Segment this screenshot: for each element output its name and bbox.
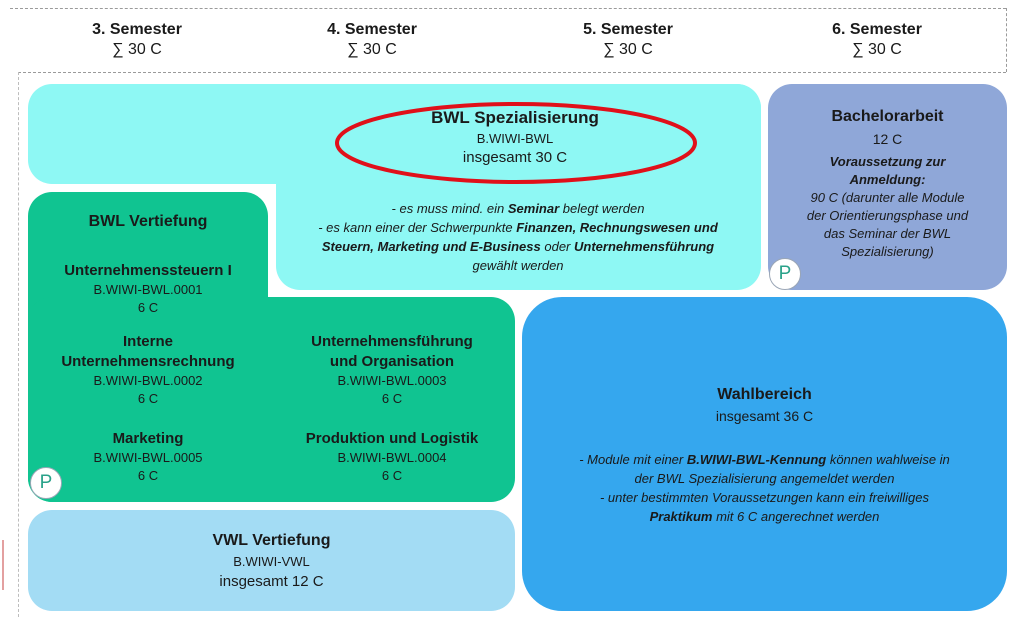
- bachelorarbeit-requirement-text: 90 C (darunter alle Module der Orientier…: [806, 190, 969, 259]
- header-bottom-border: [18, 72, 1006, 73]
- module-credits: 6 C: [137, 391, 159, 406]
- note-line: - Module mit einer B.WIWI-BWL-Kennung kö…: [579, 452, 950, 467]
- wahlbereich-title: Wahlbereich: [717, 386, 812, 403]
- module-code: B.WIWI-BWL.0003: [337, 373, 447, 388]
- note-line: - es muss mind. ein Seminar belegt werde…: [391, 201, 645, 216]
- module-name-line2: und Organisation: [329, 353, 455, 370]
- bachelorarbeit-credits: 12 C: [872, 131, 903, 147]
- module-credits: 6 C: [137, 300, 159, 315]
- header-top-border: [10, 8, 1006, 9]
- module-name: Interne: [122, 333, 173, 350]
- bachelorarbeit-title: Bachelorarbeit: [831, 108, 944, 125]
- bwl-spezialisierung-code: B.WIWI-BWL: [476, 131, 554, 146]
- module-name: Unternehmensführung: [311, 333, 473, 350]
- module-name-line2: Unternehmensrechnung: [61, 353, 235, 370]
- note-line: Praktikum mit 6 C angerechnet werden: [649, 509, 880, 524]
- semester-6-header: 6. Semester ∑ 30 C: [777, 20, 977, 60]
- module-marketing: Marketing B.WIWI-BWL.0005 6 C: [28, 429, 268, 485]
- bwl-spezialisierung-title: BWL Spezialisierung: [431, 108, 599, 127]
- semester-4-header: 4. Semester ∑ 30 C: [272, 20, 472, 60]
- vwl-vertiefung-content: VWL Vertiefung B.WIWI-VWL insgesamt 12 C: [28, 530, 515, 592]
- bachelorarbeit-requirement-title: Voraussetzung zur Anmeldung:: [829, 154, 946, 187]
- note-line: - es kann einer der Schwerpunkte Finanze…: [318, 220, 718, 235]
- semester-5-header: 5. Semester ∑ 30 C: [528, 20, 728, 60]
- semester-title: 6. Semester: [832, 21, 922, 38]
- note-line: der BWL Spezialisierung angemeldet werde…: [634, 471, 895, 486]
- semester-credits: ∑ 30 C: [603, 41, 653, 58]
- bachelorarbeit-box: [768, 84, 1007, 290]
- module-code: B.WIWI-BWL.0002: [93, 373, 203, 388]
- bwl-spezialisierung-heading: BWL Spezialisierung B.WIWI-BWL insgesamt…: [340, 107, 690, 168]
- vwl-vertiefung-box: [28, 510, 515, 611]
- header-right-border: [1006, 8, 1007, 72]
- note-line: Steuern, Marketing und E-Business oder U…: [321, 239, 715, 254]
- module-code: B.WIWI-BWL.0001: [93, 282, 203, 297]
- bwl-spezialisierung-credits: insgesamt 30 C: [462, 149, 568, 166]
- semester-credits: ∑ 30 C: [852, 41, 902, 58]
- semester-title: 4. Semester: [327, 21, 417, 38]
- note-line: gewählt werden: [472, 258, 564, 273]
- wahlbereich-credits: insgesamt 36 C: [715, 408, 814, 424]
- semester-credits: ∑ 30 C: [347, 41, 397, 58]
- semester-title: 3. Semester: [92, 21, 182, 38]
- module-interne-unternehmensrechnung: Interne Unternehmensrechnung B.WIWI-BWL.…: [28, 332, 268, 408]
- semester-credits: ∑ 30 C: [112, 41, 162, 58]
- bwl-vertiefung-box-lower: [28, 297, 515, 502]
- edge-mark: [2, 540, 4, 590]
- pruefung-badge-icon: P: [30, 467, 62, 499]
- vwl-vertiefung-code: B.WIWI-VWL: [233, 554, 310, 569]
- wahlbereich-notes: - Module mit einer B.WIWI-BWL-Kennung kö…: [522, 450, 1007, 526]
- module-name: Produktion und Logistik: [305, 430, 479, 447]
- module-produktion-logistik: Produktion und Logistik B.WIWI-BWL.0004 …: [272, 429, 512, 485]
- bwl-spezialisierung-box-lower: [276, 84, 761, 290]
- bachelorarbeit-content: Bachelorarbeit 12 C Voraussetzung zur An…: [768, 106, 1007, 261]
- module-credits: 6 C: [381, 391, 403, 406]
- semester-title: 5. Semester: [583, 21, 673, 38]
- vwl-vertiefung-title: VWL Vertiefung: [212, 532, 331, 549]
- wahlbereich-box: [522, 297, 1007, 611]
- module-credits: 6 C: [381, 468, 403, 483]
- bwl-vertiefung-title: BWL Vertiefung: [88, 213, 208, 230]
- module-unternehmensfuehrung: Unternehmensführung und Organisation B.W…: [272, 332, 512, 408]
- note-line: - unter bestimmten Voraussetzungen kann …: [599, 490, 930, 505]
- vwl-vertiefung-credits: insgesamt 12 C: [219, 573, 324, 590]
- semester-3-header: 3. Semester ∑ 30 C: [37, 20, 237, 60]
- module-credits: 6 C: [137, 468, 159, 483]
- pruefung-badge-icon: P: [769, 258, 801, 290]
- bwl-spezialisierung-notes: - es muss mind. ein Seminar belegt werde…: [290, 199, 746, 275]
- module-unternehmenssteuern: Unternehmenssteuern I B.WIWI-BWL.0001 6 …: [28, 261, 268, 317]
- module-code: B.WIWI-BWL.0005: [93, 450, 203, 465]
- module-name: Marketing: [112, 430, 184, 447]
- module-name: Unternehmenssteuern I: [64, 262, 232, 279]
- wahlbereich-content: Wahlbereich insgesamt 36 C - Module mit …: [522, 384, 1007, 526]
- module-code: B.WIWI-BWL.0004: [337, 450, 447, 465]
- content-left-border: [18, 72, 19, 617]
